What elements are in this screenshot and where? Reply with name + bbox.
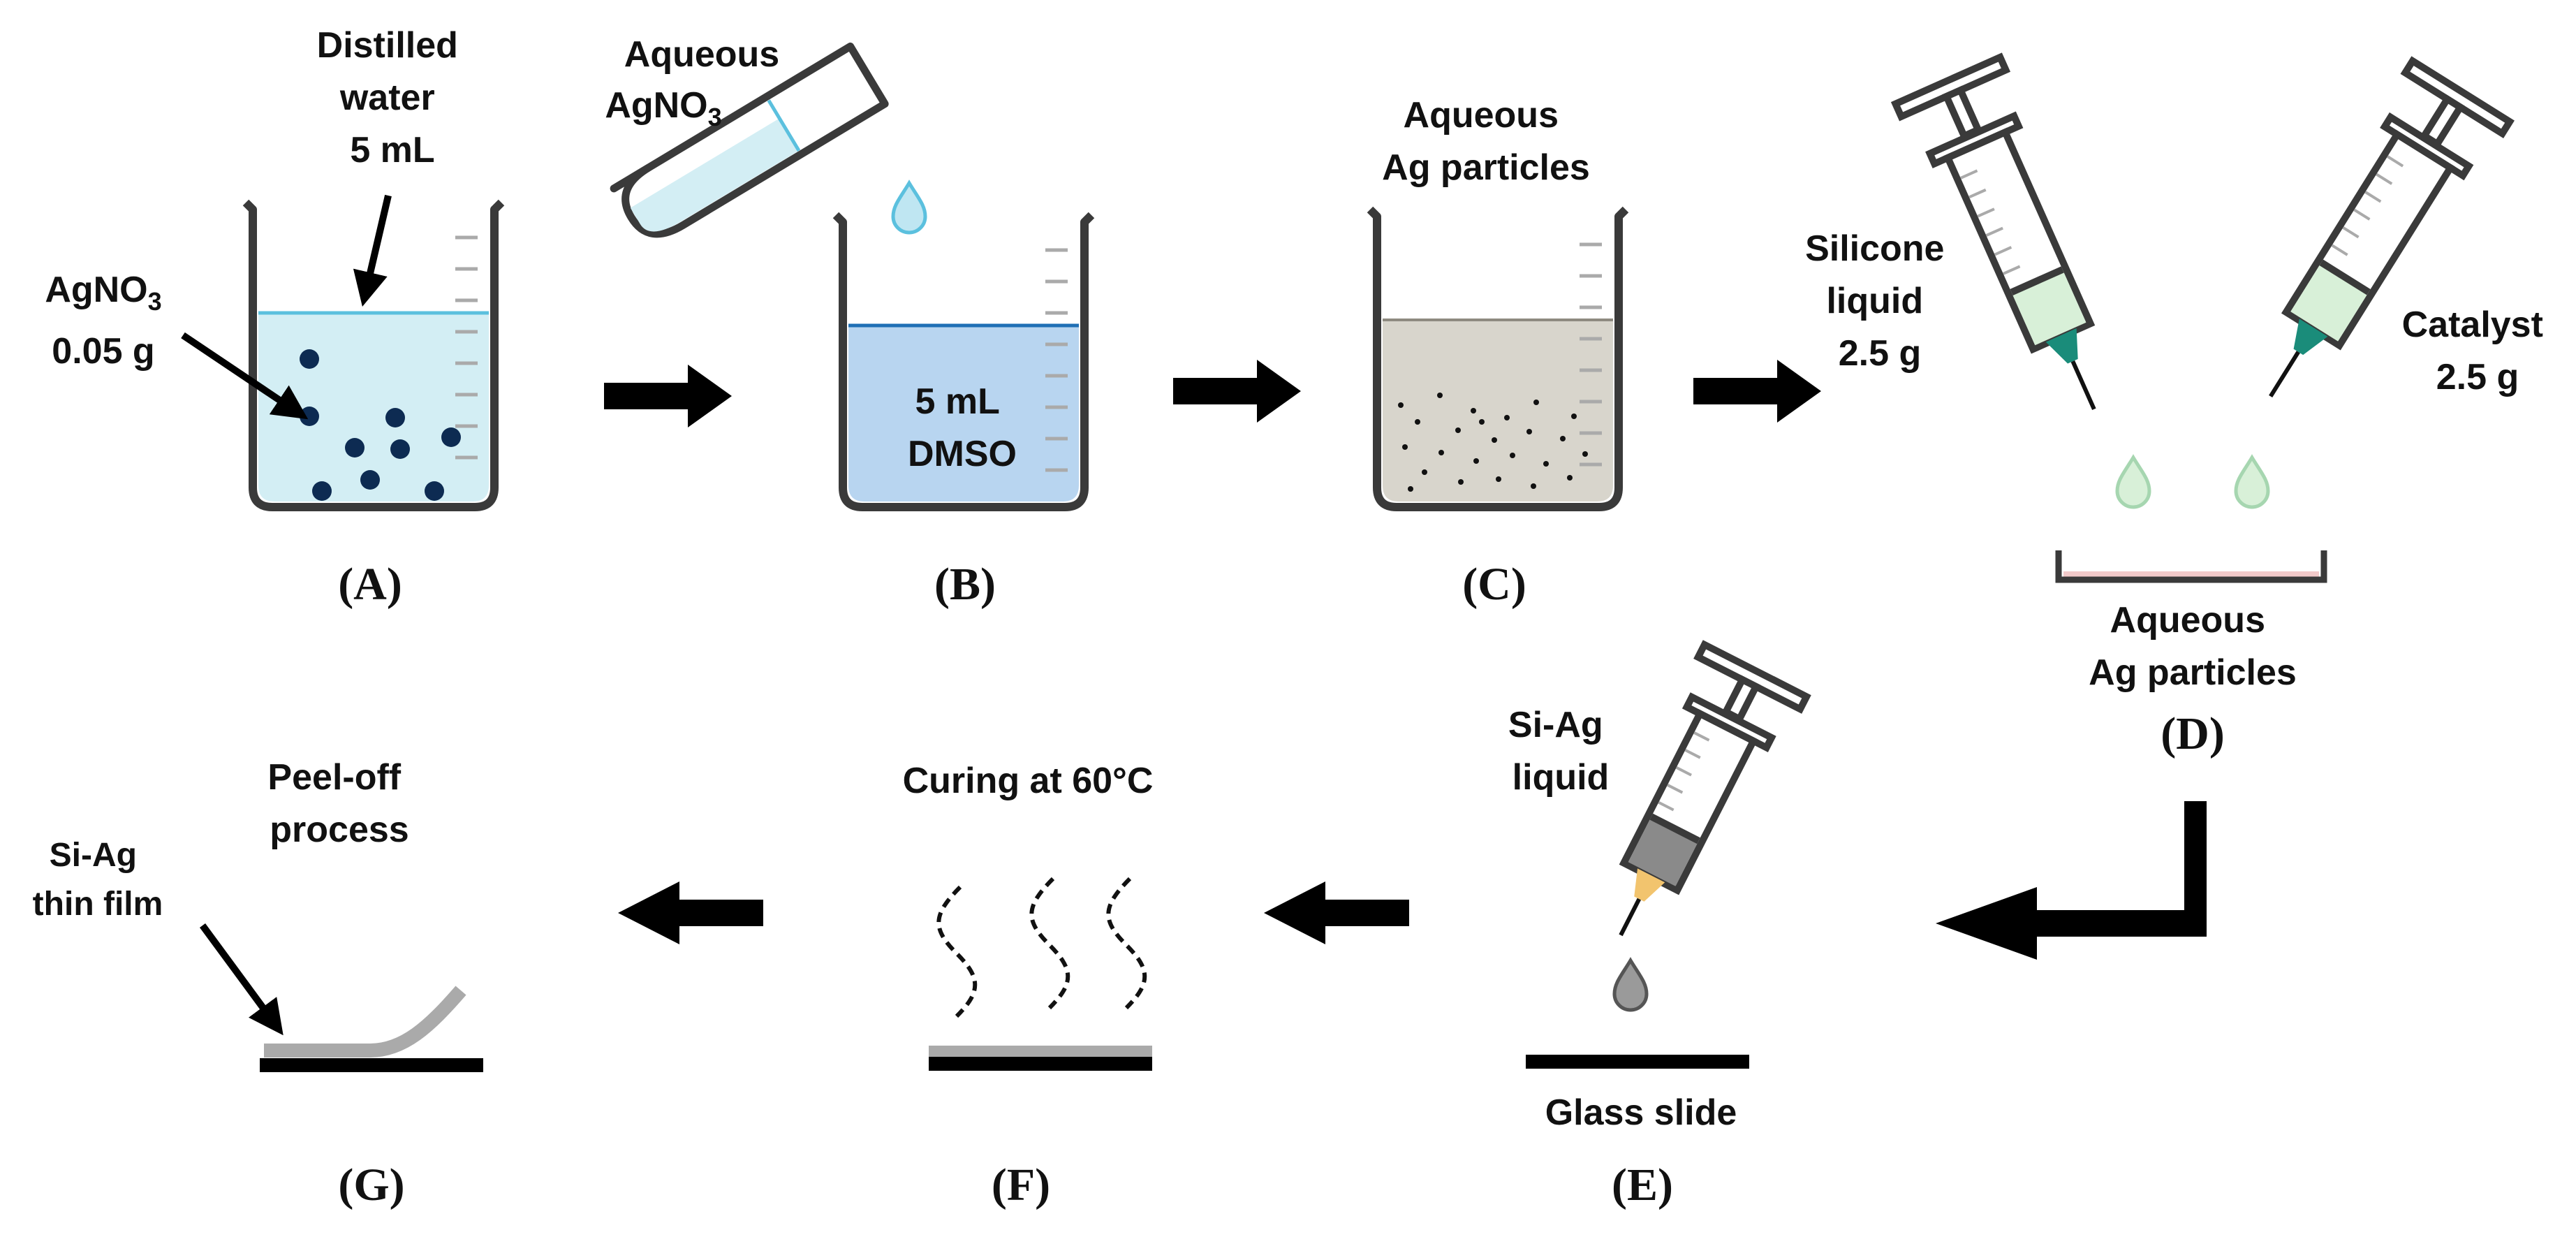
panel-label-c: (C) [1462,559,1526,610]
aqueous-ag-particles-label-c: Aqueous Ag particles [1382,95,1590,188]
panel-label-d: (D) [2161,708,2225,759]
beaker-b-graduations [1045,248,1068,472]
flow-arrow-e-f [1264,881,1409,944]
si-ag-thin-film-label: Si-Ag thin film [33,837,163,923]
peeled-film [264,986,466,1057]
ag-particle-dots [1398,393,1588,492]
flow-arrow-b-c [1173,360,1301,423]
flow-arrow-a-b [604,365,732,427]
beaker-c-liquid [1383,320,1613,502]
beaker-c-graduations [1580,242,1602,467]
test-tube-liquid [630,118,800,232]
film-pointer-arrow [199,923,284,1036]
flow-arrow-d-e [1936,801,2207,960]
beaker-c-outline [1367,206,1629,511]
panel-label-a: (A) [338,559,402,610]
catalyst-syringe [2269,56,2515,398]
step-b-beaker [832,212,1095,511]
glass-slide-f [929,1057,1152,1071]
heat-waves [936,877,1147,1018]
droplet-b [891,180,927,235]
curing-label: Curing at 60°C [903,761,1154,801]
panel-label-g: (G) [338,1159,404,1210]
petri-dish [2055,550,2327,583]
agno3-mass-label: 0.05 g [52,331,154,372]
step-c-beaker [1367,206,1629,511]
flow-arrow-c-d [1693,360,1821,423]
aqueous-label-b: Aqueous [624,34,779,75]
beaker-a-outline [242,199,505,511]
beaker-b-outline [832,212,1095,511]
water-pointer-arrow [353,194,392,307]
catalyst-label: Catalyst 2.5 g [2402,305,2554,397]
test-tube [610,42,889,238]
panel-label-e: (E) [1612,1159,1673,1210]
droplet-si-ag [1612,957,1649,1012]
droplet-silicone [2115,454,2151,509]
panel-label-f: (F) [992,1159,1050,1210]
beaker-a-graduations [455,235,478,460]
agno3-pointer-arrow [181,332,309,420]
agno3-reagent-label: AgNO3 [605,85,721,131]
glass-slide-e [1526,1055,1749,1069]
si-ag-syringe [1619,640,1811,937]
beaker-b-liquid [848,325,1079,502]
silicone-liquid-label: Silicone liquid 2.5 g [1805,228,1955,374]
glass-slide-label: Glass slide [1545,1092,1737,1133]
droplet-catalyst [2234,454,2270,509]
panel-label-b: (B) [934,559,996,610]
cured-film-f [929,1046,1152,1057]
dmso-label: 5 mL DMSO [908,381,1017,474]
flow-arrow-f-g [618,881,763,944]
agno3-label: AgNO3 [45,270,161,316]
distilled-water-label: Distilled water 5 mL [317,25,469,170]
si-ag-liquid-label: Si-Ag liquid [1508,705,1613,798]
dish-ag-particles-label: Aqueous Ag particles [2089,600,2297,693]
peel-off-label: Peel-off process [267,757,411,850]
silicone-syringe [1890,52,2096,411]
glass-slide-g [260,1058,483,1072]
